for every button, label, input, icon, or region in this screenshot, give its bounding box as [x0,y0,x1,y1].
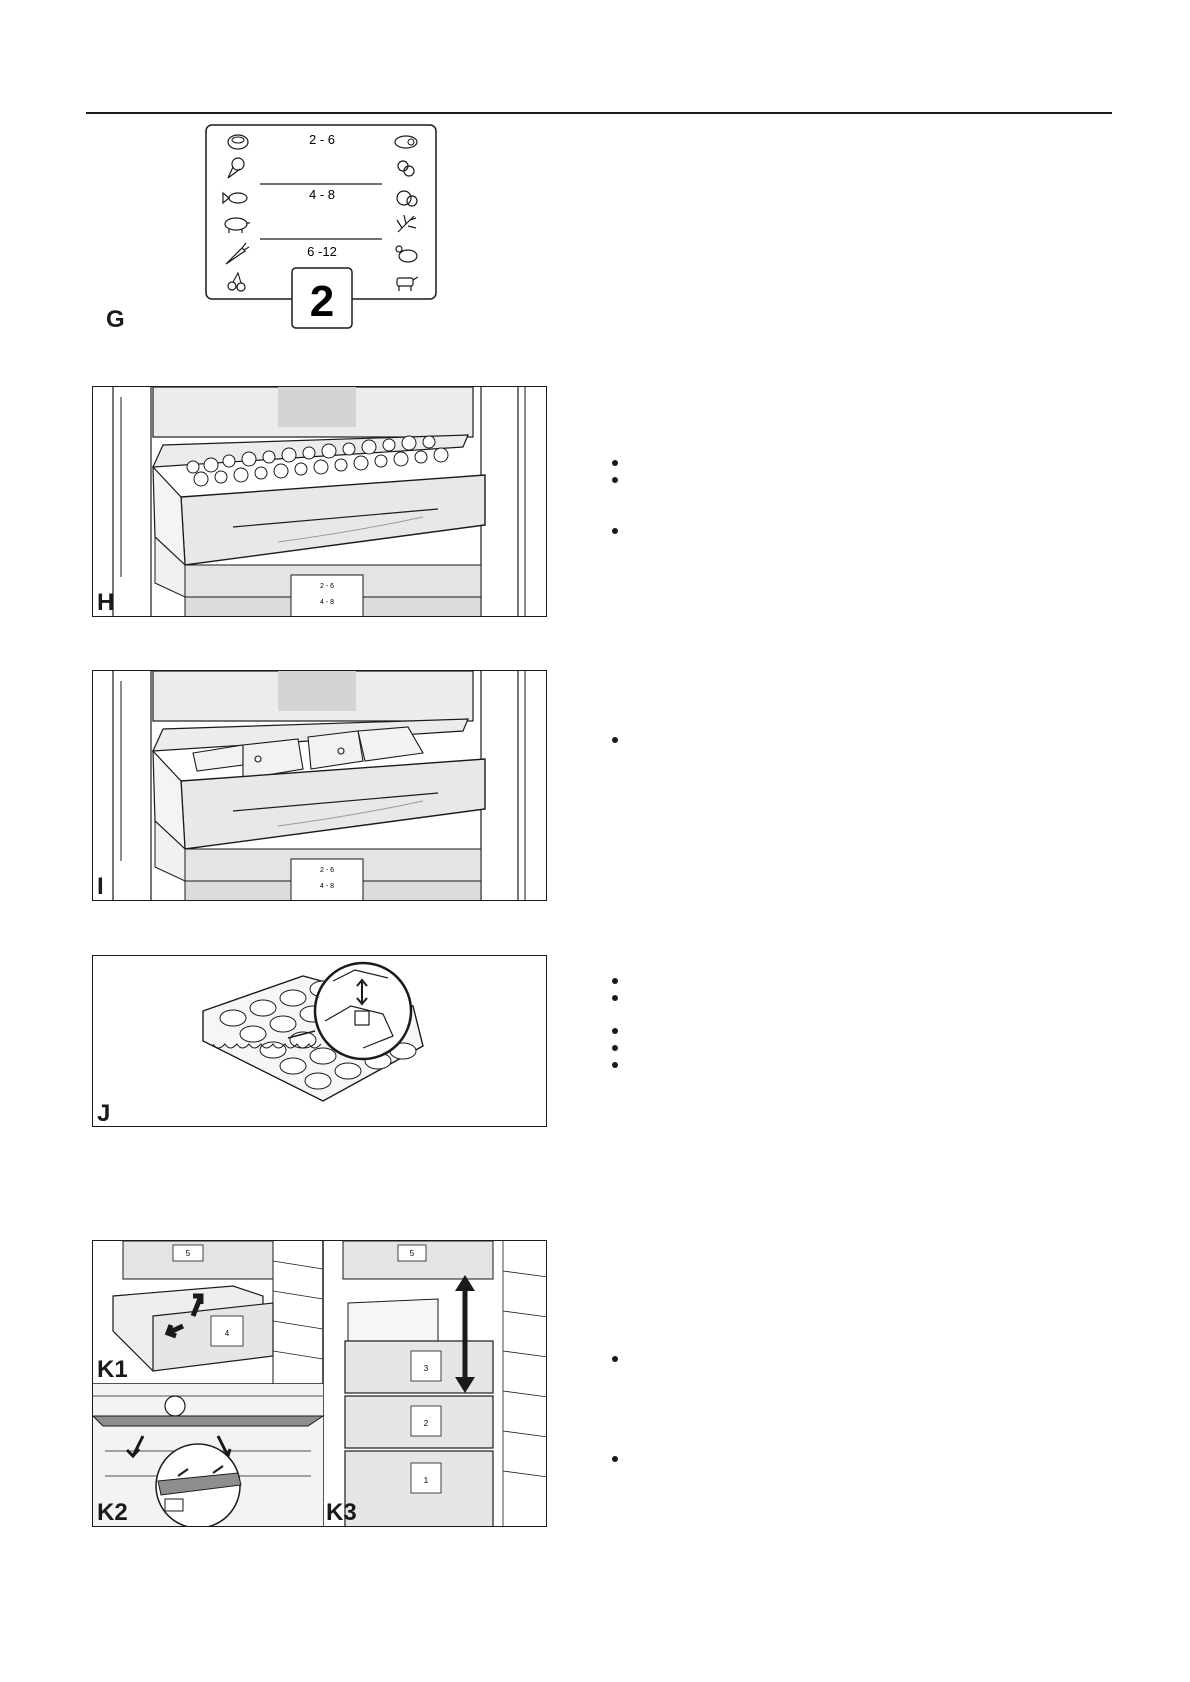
figure-k: 5 4 5 [92,1240,547,1527]
k3-drawer-5: 5 [410,1249,415,1258]
range-3-text: 6 -12 [307,244,337,259]
mini-temperature-label [290,858,364,900]
figure-j-label: J [97,1100,111,1127]
divider-plates [192,726,424,780]
range-1-text: 2 - 6 [309,132,335,147]
figure-k3-label: K3 [326,1499,357,1526]
cow-icon [396,276,419,291]
figure-j: J [92,955,547,1127]
ice-cream-icon [227,157,245,179]
mushroom-icon [396,190,418,207]
k1-panel: 5 4 [112,1241,324,1384]
mini-temperature-label [290,574,364,616]
k1-drawer-number: 4 [225,1329,230,1338]
k3-panel: 5 3 2 1 [342,1241,546,1526]
k3-drawer-3: 3 [424,1364,429,1373]
mini-range-2: 4 - 8 [320,599,334,606]
bullet-j-1 [612,978,618,984]
fish-icon [222,191,248,205]
header-rule [86,112,1112,114]
bullet-k-1 [612,1356,618,1362]
k2-panel [93,1384,325,1526]
range-2-text: 4 - 8 [309,187,335,202]
bullet-h-2 [612,477,618,483]
pig-icon [224,217,250,233]
figure-k2-label: K2 [97,1499,128,1526]
bullet-j-3 [612,1028,618,1034]
bullet-j-2 [612,995,618,1001]
k1-upper-drawer-number: 5 [186,1249,191,1258]
bullet-j-4 [612,1045,618,1051]
figure-h: 2 - 6 4 - 8 H [92,386,547,617]
bullet-h-1 [612,460,618,466]
k3-drawer-2: 2 [424,1419,429,1428]
sausage-icon [394,135,418,149]
bullet-h-3 [612,528,618,534]
magnifier-inset [287,961,413,1061]
figure-i-label: I [97,873,104,900]
pretzel-icon [397,160,415,177]
mini-range-1: 2 - 6 [320,583,334,590]
cherries-icon [227,271,246,292]
pie-icon [227,134,249,150]
mini-range-2: 4 - 8 [320,883,334,890]
mini-range-1: 2 - 6 [320,867,334,874]
setting-number: 2 [310,277,334,326]
figure-g: 2 - 6 4 - 8 6 -12 2 [200,124,440,334]
setting-number-box [291,267,353,329]
figure-h-label: H [97,589,115,616]
bullet-j-5 [612,1062,618,1068]
figure-i: 2 - 6 4 - 8 I [92,670,547,901]
bullet-k-2 [612,1456,618,1462]
herbs-icon [396,214,417,233]
carrot-icon [225,242,250,265]
chicken-icon [395,245,418,263]
figure-g-label: G [106,306,125,333]
produce-icons [186,435,449,487]
k3-drawer-1: 1 [424,1476,429,1485]
figure-k1-label: K1 [97,1356,128,1383]
bullet-i-1 [612,737,618,743]
